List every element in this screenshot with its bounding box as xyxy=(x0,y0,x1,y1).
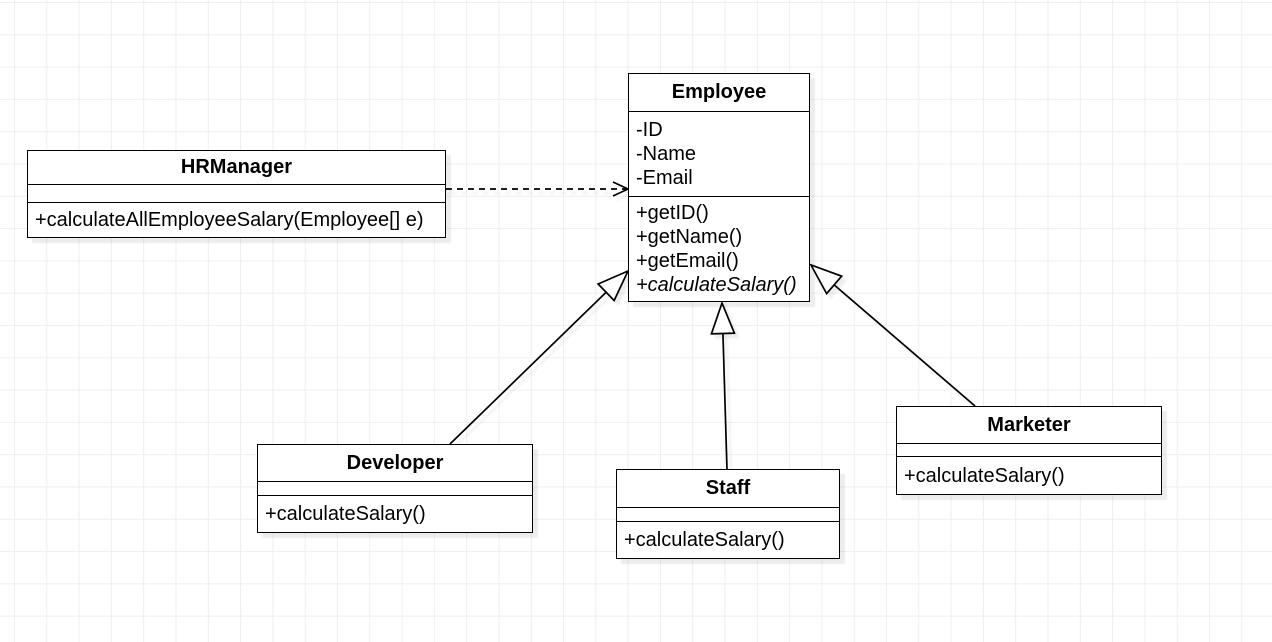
method-line-abstract: +calculateSalary() xyxy=(636,274,797,296)
class-attributes-marketer xyxy=(897,444,1161,457)
method-line: +calculateSalary() xyxy=(624,529,785,551)
class-methods-developer: +calculateSalary() xyxy=(258,496,532,532)
method-line: +getName() xyxy=(636,226,743,248)
class-attributes-hrmanager xyxy=(28,185,445,203)
class-title-hrmanager: HRManager xyxy=(28,151,445,185)
class-methods-marketer: +calculateSalary() xyxy=(897,457,1161,494)
class-methods-hrmanager: +calculateAllEmployeeSalary(Employee[] e… xyxy=(28,203,445,237)
class-title-staff: Staff xyxy=(617,470,839,508)
method-line: +calculateAllEmployeeSalary(Employee[] e… xyxy=(35,209,424,231)
attribute-line: -ID xyxy=(636,119,663,141)
class-title-developer: Developer xyxy=(258,445,532,482)
generalization-arrow-staff-to-employee[interactable] xyxy=(710,300,736,470)
class-title-marketer: Marketer xyxy=(897,407,1161,444)
class-attributes-staff xyxy=(617,508,839,522)
method-line: +getEmail() xyxy=(636,250,739,272)
attribute-line: -Email xyxy=(636,167,693,189)
class-box-hrmanager[interactable]: HRManager +calculateAllEmployeeSalary(Em… xyxy=(27,150,446,238)
class-box-developer[interactable]: Developer +calculateSalary() xyxy=(257,444,533,533)
class-methods-staff: +calculateSalary() xyxy=(617,522,839,558)
class-box-employee[interactable]: Employee -ID -Name -Email +getID() +getN… xyxy=(628,73,810,302)
method-line: +getID() xyxy=(636,202,709,224)
method-line: +calculateSalary() xyxy=(904,464,1065,487)
attribute-line: -Name xyxy=(636,143,697,165)
generalization-arrow-marketer-to-employee[interactable] xyxy=(809,263,976,407)
class-box-marketer[interactable]: Marketer +calculateSalary() xyxy=(896,406,1162,495)
method-line: +calculateSalary() xyxy=(265,503,426,525)
class-attributes-developer xyxy=(258,482,532,496)
class-box-staff[interactable]: Staff +calculateSalary() xyxy=(616,469,840,559)
class-methods-employee: +getID() +getName() +getEmail() +calcula… xyxy=(629,197,809,301)
class-attributes-employee: -ID -Name -Email xyxy=(629,112,809,197)
generalization-arrow-developer-to-employee[interactable] xyxy=(449,269,630,445)
class-title-employee: Employee xyxy=(629,74,809,112)
